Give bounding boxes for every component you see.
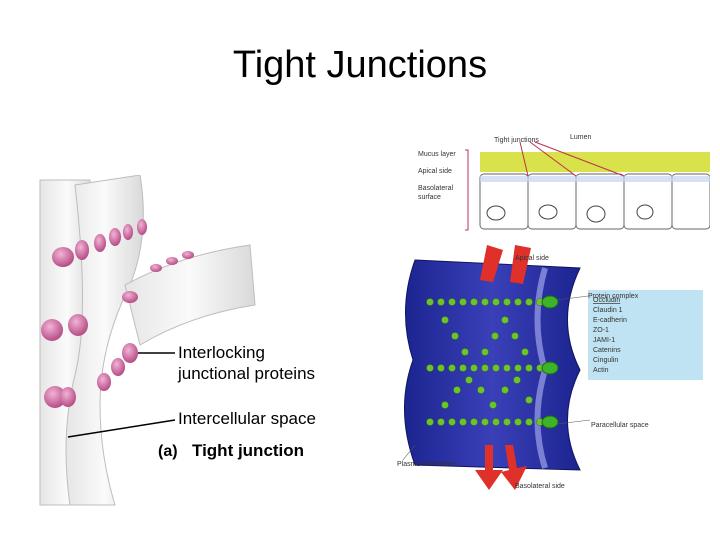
tight-junction-pointers <box>519 141 625 177</box>
label-apical-side-3d: Apical side <box>515 255 549 262</box>
slide-title: Tight Junctions <box>232 44 488 86</box>
protein-beads <box>426 298 544 426</box>
protein-legend-box <box>588 290 703 380</box>
legend-item: JAMI-1 <box>593 337 615 344</box>
label-lumen: Lumen <box>570 134 592 141</box>
label-paracellular-space: Paracellular space <box>591 422 649 429</box>
caption-title: Tight junction <box>192 441 304 460</box>
label-plasma-membrane: Plasma membrane <box>397 461 456 468</box>
pointer-line <box>67 419 176 438</box>
label-interlocking: Interlocking <box>178 343 265 362</box>
legend-item: Claudin 1 <box>593 307 623 314</box>
tight-junction-membrane-illustration: Interlocking junctional proteins Interce… <box>39 175 316 506</box>
legend-item: Catenins <box>593 347 621 354</box>
legend-item: Cingulin <box>593 357 618 364</box>
junctional-proteins <box>41 219 194 408</box>
label-surface: surface <box>418 194 441 201</box>
epithelial-cells <box>479 173 710 230</box>
bottom-pointers <box>402 295 591 461</box>
label-apical-side: Apical side <box>418 168 452 175</box>
tight-junction-protein-model: Occludin Claudin 1 E-cadherin ZO-1 JAMI-… <box>397 245 703 490</box>
label-basolateral-side: Basolateral side <box>515 483 565 490</box>
label-mucus-layer: Mucus layer <box>418 151 456 158</box>
label-protein-complex: Protein complex <box>588 293 639 300</box>
mucus-layer <box>480 152 710 172</box>
label-tight-junctions: Tight junctions <box>494 137 539 144</box>
label-intercellular-space: Intercellular space <box>178 409 316 428</box>
caption-letter: (a) <box>158 443 178 460</box>
legend-item: ZO-1 <box>593 327 609 334</box>
legend-item: Occludin <box>593 297 620 304</box>
legend-item: E-cadherin <box>593 317 627 324</box>
label-basolateral: Basolateral <box>418 185 453 192</box>
label-junctional-proteins: junctional proteins <box>177 364 315 383</box>
legend-item: Actin <box>593 367 609 374</box>
epithelium-cross-section: Tight junctions Lumen Mucus layer Apical… <box>418 134 710 231</box>
arrows <box>475 245 531 490</box>
protein-legend-list: Occludin Claudin 1 E-cadherin ZO-1 JAMI-… <box>593 297 627 374</box>
junction-complexes <box>541 295 559 429</box>
